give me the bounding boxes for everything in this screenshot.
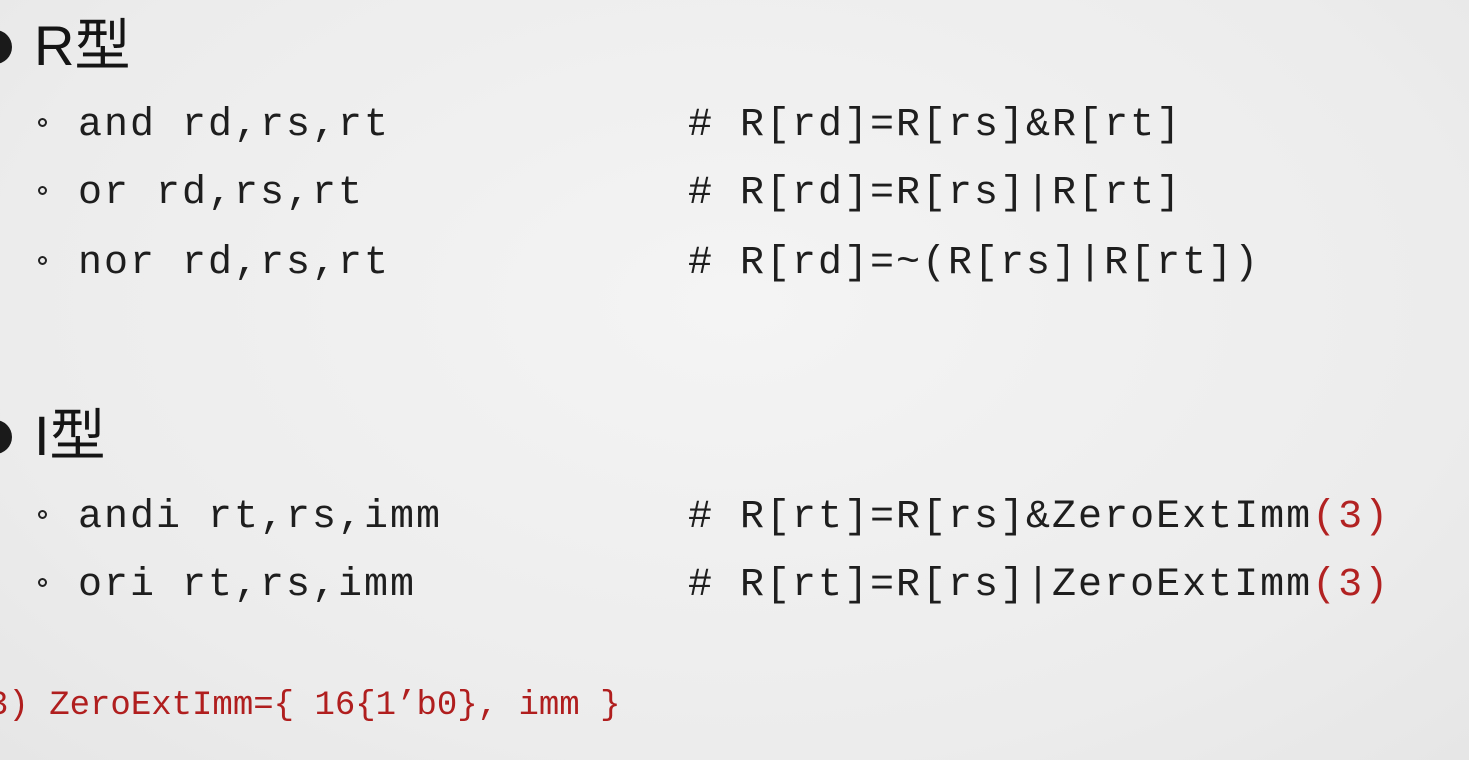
i-type-item-andi: andi rt,rs,imm # R[rt]=R[rs]&ZeroExtImm(… (0, 496, 1469, 540)
footnote: 3) ZeroExtImm={ 16{1’b0}, imm } (0, 687, 621, 725)
r-type-item-and: and rd,rs,rt # R[rd]=R[rs]&R[rt] (0, 104, 1469, 148)
section-bullet-icon (0, 30, 12, 64)
sub-bullet-icon (38, 510, 47, 519)
instruction-comment: # R[rd]=~(R[rs]|R[rt]) (688, 241, 1261, 286)
sub-bullet-icon (38, 118, 47, 127)
footnote-reference: (3) (1312, 495, 1391, 540)
instruction-text: nor rd,rs,rt (78, 241, 391, 286)
instruction-comment: # R[rt]=R[rs]|ZeroExtImm(3) (688, 563, 1391, 608)
instruction-text: andi rt,rs,imm (78, 495, 443, 540)
section-bullet-icon (0, 420, 12, 454)
instruction-text: and rd,rs,rt (78, 103, 391, 148)
instruction-text: ori rt,rs,imm (78, 563, 417, 608)
sub-bullet-icon (38, 256, 47, 265)
instruction-comment: # R[rt]=R[rs]&ZeroExtImm(3) (688, 495, 1391, 540)
r-type-item-nor: nor rd,rs,rt # R[rd]=~(R[rs]|R[rt]) (0, 242, 1469, 286)
instruction-comment: # R[rd]=R[rs]|R[rt] (688, 171, 1183, 216)
i-type-item-ori: ori rt,rs,imm # R[rt]=R[rs]|ZeroExtImm(3… (0, 564, 1469, 608)
r-type-item-or: or rd,rs,rt # R[rd]=R[rs]|R[rt] (0, 172, 1469, 216)
i-type-heading: I型 (34, 404, 106, 467)
instruction-text: or rd,rs,rt (78, 171, 365, 216)
r-type-heading: R型 (34, 14, 131, 77)
footnote-reference: (3) (1312, 563, 1391, 608)
sub-bullet-icon (38, 186, 47, 195)
sub-bullet-icon (38, 578, 47, 587)
instruction-comment: # R[rd]=R[rs]&R[rt] (688, 103, 1183, 148)
